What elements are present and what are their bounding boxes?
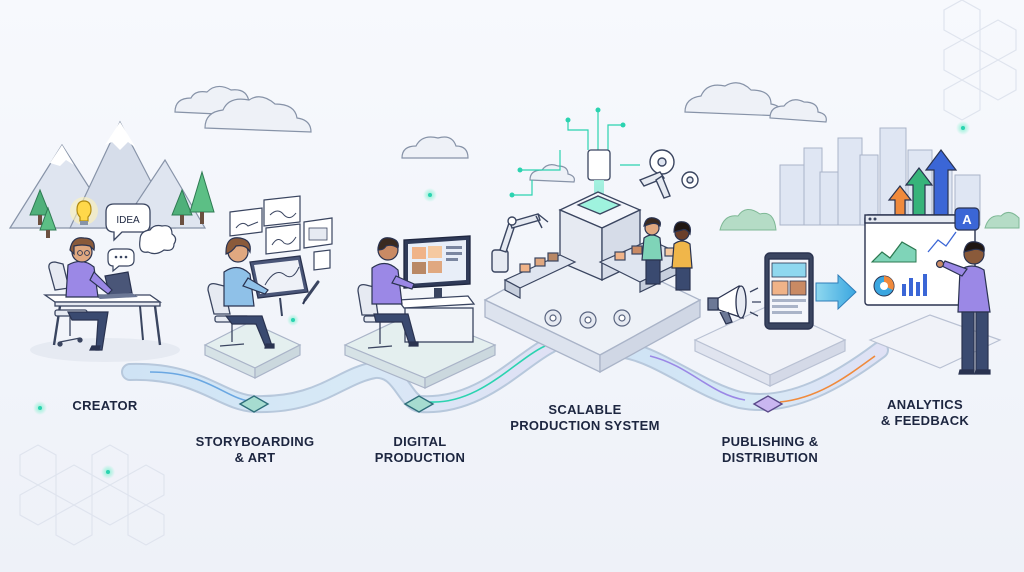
lightbulb-icon [70,197,98,225]
growth-arrows [887,149,958,216]
stage-label-analytics: ANALYTICS & FEEDBACK [880,397,970,428]
path-node-icon [238,395,784,413]
storyboarding-scene [203,195,333,379]
analytics-scene: A [864,149,1002,375]
monitor-icon [403,235,471,298]
pencil-icon [302,280,320,305]
stage-label-publishing: PUBLISHING & DISTRIBUTION [721,434,819,465]
stage-label-digital-production: DIGITAL PRODUCTION [374,434,466,465]
stage-label-storyboarding: STORYBOARDING & ART [195,434,315,465]
editor-person [371,237,419,347]
publishing-scene [693,252,857,387]
scalable-production-scene [483,107,702,374]
ai-badge-label: A [962,212,972,227]
tree-icon [29,170,215,238]
flow-path [121,336,889,414]
circuit-lines [512,110,640,196]
arrow-right-icon [815,273,857,311]
chat-bubble-icon [107,224,177,273]
artist-person [223,237,275,349]
stage-label-scalable-production: SCALABLE PRODUCTION SYSTEM [510,402,660,433]
hexagon-pattern-left [19,444,165,546]
robot-arm-icon [638,171,671,199]
storyboard-panels [229,195,333,271]
cloud-icon [174,82,827,183]
gear-icon [544,309,631,329]
bushes [719,209,1020,231]
ai-badge-icon: A [954,207,980,231]
digital-production-scene [343,235,497,389]
idea-label: IDEA [116,215,140,226]
hexagon-pattern-right [943,0,1017,121]
worker-person [671,221,693,291]
robot-arm-icon [491,213,549,273]
creator-scene: IDEA [30,197,180,362]
worker-person [641,217,663,285]
stage-label-creator: CREATOR [72,398,138,413]
tablet-icon [764,252,814,330]
idea-speech-bubble: IDEA [105,203,151,242]
creator-person [65,237,113,351]
analyst-person [935,241,991,375]
megaphone-icon [707,284,761,325]
